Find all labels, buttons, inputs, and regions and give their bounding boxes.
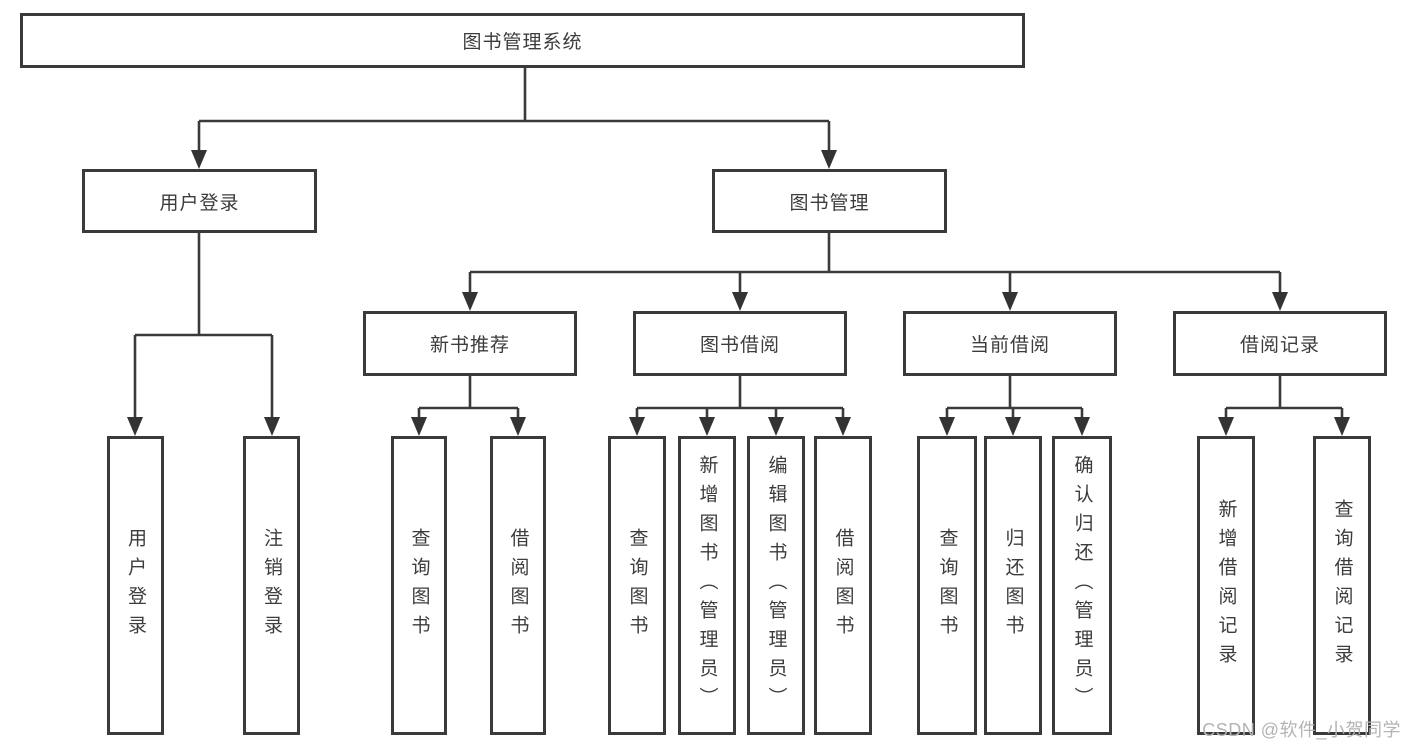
leaf-current-confirm-return-admin: 确认归还（管理员） bbox=[1052, 436, 1112, 735]
leaf-recommend-borrow-books: 借阅图书 bbox=[490, 436, 546, 735]
node-borrowing-records: 借阅记录 bbox=[1173, 311, 1387, 376]
node-new-book-recommend: 新书推荐 bbox=[363, 311, 577, 376]
leaf-borrowing-add-books-admin: 新增图书（管理员） bbox=[678, 436, 736, 735]
node-user-login: 用户登录 bbox=[82, 169, 317, 233]
leaf-recommend-query-books: 查询图书 bbox=[391, 436, 447, 735]
leaf-records-query-record: 查询借阅记录 bbox=[1313, 436, 1371, 735]
leaf-user-login: 用户登录 bbox=[107, 436, 164, 735]
leaf-logout: 注销登录 bbox=[243, 436, 300, 735]
leaf-borrowing-edit-books-admin: 编辑图书（管理员） bbox=[747, 436, 805, 735]
node-library-management-system: 图书管理系统 bbox=[20, 13, 1025, 68]
node-book-borrowing: 图书借阅 bbox=[633, 311, 847, 376]
leaf-borrowing-borrow-books: 借阅图书 bbox=[814, 436, 872, 735]
leaf-borrowing-query-books: 查询图书 bbox=[608, 436, 666, 735]
leaf-records-add-record: 新增借阅记录 bbox=[1197, 436, 1255, 735]
node-book-management: 图书管理 bbox=[712, 169, 947, 233]
node-current-borrowing: 当前借阅 bbox=[903, 311, 1117, 376]
leaf-current-query-books: 查询图书 bbox=[917, 436, 977, 735]
csdn-watermark: CSDN @软件_小贺同学 bbox=[1202, 720, 1401, 740]
leaf-current-return-books: 归还图书 bbox=[984, 436, 1042, 735]
